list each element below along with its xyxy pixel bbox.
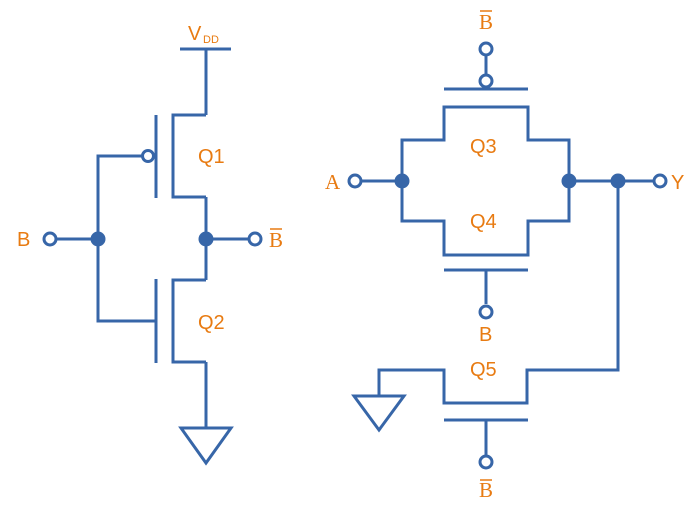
- q1-label: Q1: [198, 146, 225, 168]
- vdd-supply: V DD: [180, 23, 231, 51]
- input-a-label: A: [325, 170, 341, 194]
- output-bbar-label: B: [269, 228, 283, 252]
- output-junction-dot-1: [561, 173, 577, 189]
- q5-channel: [377, 181, 620, 405]
- output-junction-dot: [198, 231, 214, 247]
- output-bbar-terminal: [247, 231, 263, 247]
- vdd-label: V: [188, 23, 202, 45]
- input-b-terminal: [42, 231, 58, 247]
- transistor-q3: Q3: [400, 105, 571, 181]
- q3-label: Q3: [470, 136, 497, 158]
- q5-gate-label: B: [479, 478, 493, 502]
- q4-label: Q4: [470, 211, 497, 233]
- q2-label: Q2: [198, 312, 225, 334]
- q4-gate-terminal: [478, 304, 494, 320]
- q2-channel: [171, 278, 206, 364]
- q4-gate-label: B: [479, 324, 492, 346]
- q1-gate-wire: [96, 154, 142, 239]
- transmission-gate-circuit: B Q3 Q4 B A Y: [325, 10, 684, 502]
- inverter-circuit: V DD Q1 Q2 B B: [17, 23, 283, 466]
- q1-channel: [171, 113, 206, 199]
- q5-gate-terminal: [478, 454, 494, 470]
- q3-channel: [400, 105, 571, 181]
- ground-icon: [178, 426, 234, 466]
- input-b-label: B: [17, 229, 30, 251]
- transistor-q2: Q2: [96, 239, 225, 364]
- q5-label: Q5: [470, 359, 497, 381]
- transistor-q1: Q1: [96, 113, 225, 239]
- transistor-q4: Q4 B: [400, 181, 571, 346]
- output-y-label: Y: [671, 172, 684, 194]
- q4-channel: [400, 181, 571, 257]
- input-junction-dot: [90, 231, 106, 247]
- input-a-junction-dot: [394, 173, 410, 189]
- vdd-subscript: DD: [203, 34, 219, 46]
- q3-gate: B: [444, 10, 528, 91]
- q3-gate-terminal: [478, 41, 494, 57]
- transistor-q5: Q5 B: [377, 181, 620, 502]
- q3-inversion-bubble: [478, 73, 494, 89]
- ground-icon: [351, 394, 407, 433]
- output-y-terminal: [652, 173, 668, 189]
- input-a-terminal: [347, 173, 363, 189]
- q2-gate-wire: [96, 239, 156, 323]
- q3-gate-label: B: [479, 10, 493, 34]
- q1-inversion-bubble: [141, 149, 155, 163]
